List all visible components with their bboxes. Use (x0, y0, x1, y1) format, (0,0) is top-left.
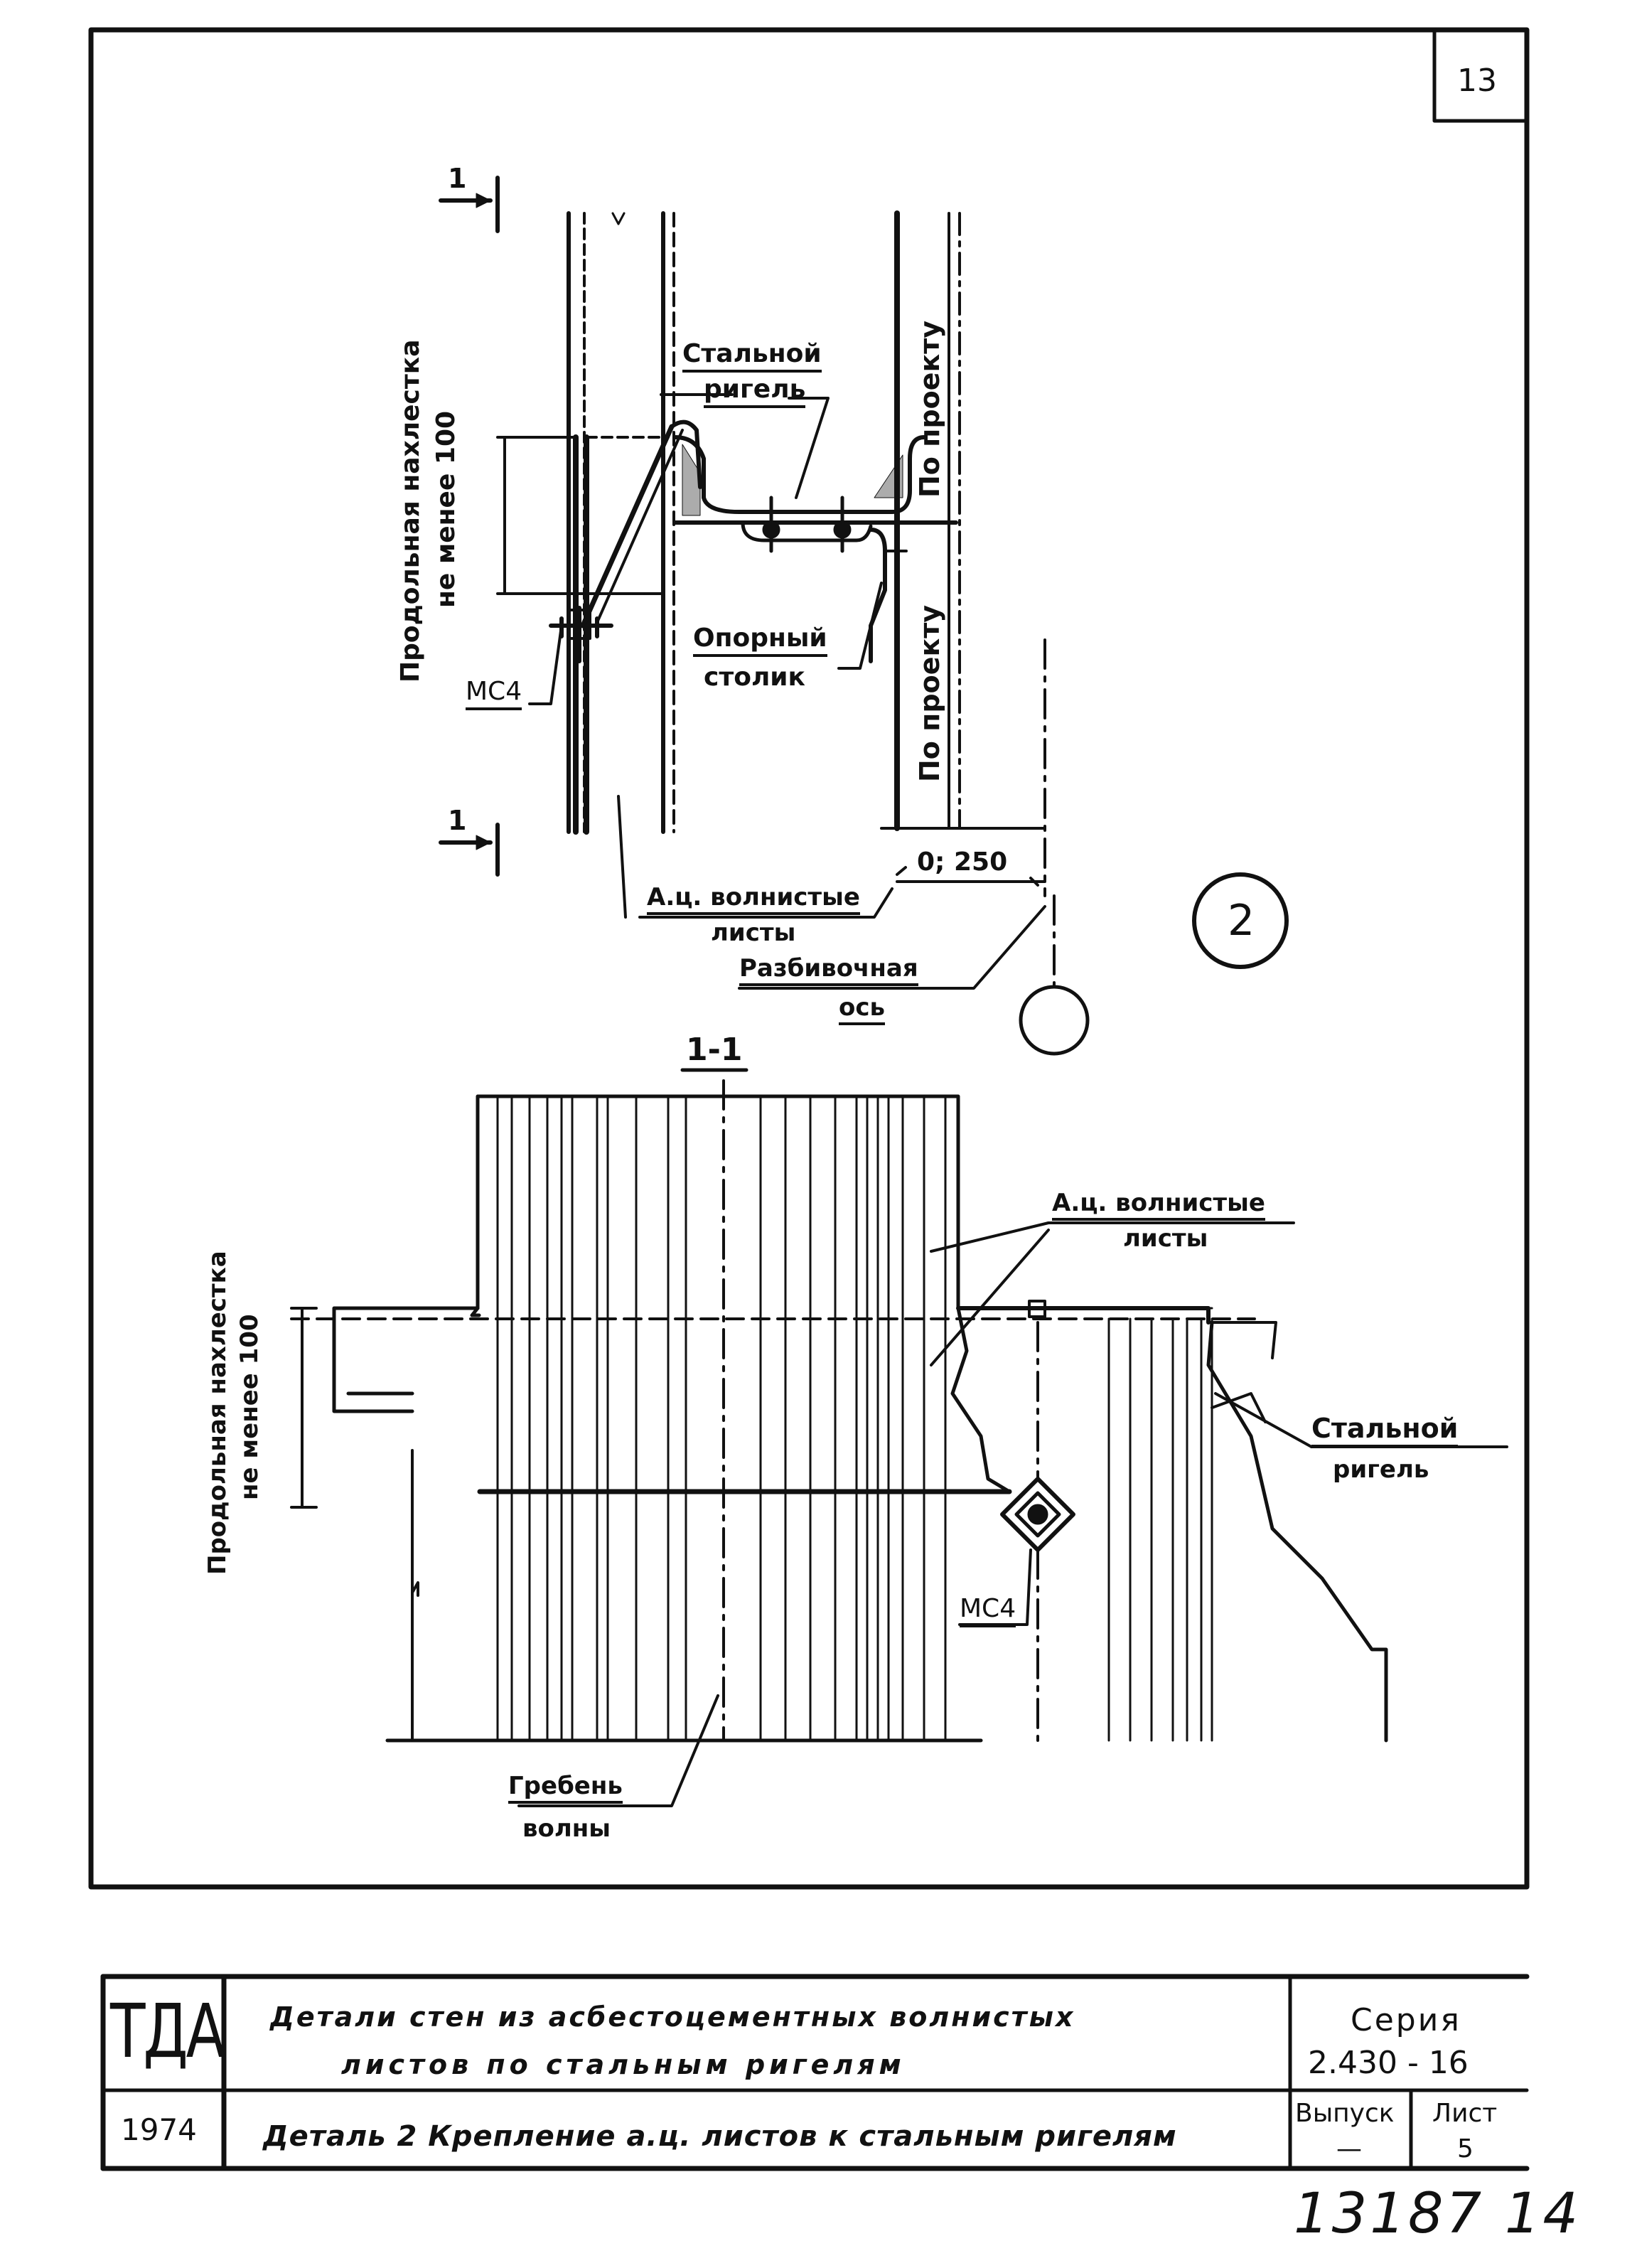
section-sheets-label-line2: листы (1123, 1224, 1208, 1253)
archive-stamp: 13187 14 (1294, 2182, 1582, 2246)
steel-rigel-label-line1: Стальной (682, 341, 822, 373)
section-overlap-label-line2: не менее 100 (235, 1314, 264, 1500)
crest-label-line1: Гребень (508, 1774, 623, 1804)
org-logo: ТДА (110, 1988, 225, 2075)
section-sheets-label-line1: А.ц. волнистые (1052, 1191, 1265, 1221)
section-rigel-label-line2: ригель (1333, 1455, 1429, 1484)
steel-rigel-label-line2: ригель (704, 377, 806, 408)
dimension-label: 0; 250 (917, 847, 1008, 877)
crest-label-line2: волны (522, 1814, 611, 1843)
section-rigel-label-line1: Стальной (1311, 1415, 1459, 1448)
section-fastener-label: МС4 (960, 1596, 1016, 1627)
by-project-label-bottom: По проекту (914, 604, 945, 782)
sheet-frame (88, 27, 1530, 1890)
sheet-value: 5 (1457, 2134, 1474, 2163)
overlap-label-line2: не менее 100 (431, 410, 461, 608)
sheet-number-box (1432, 28, 1529, 123)
title-block-frame (100, 1974, 1530, 2171)
upper-detail (439, 176, 1289, 1056)
by-project-label-top: По проекту (914, 320, 945, 498)
sheet-number: 13 (1457, 63, 1497, 99)
cut-mark-label-bottom: 1 (448, 805, 467, 836)
support-table-label-line2: столик (704, 663, 805, 692)
sheet-subtitle: Деталь 2 Крепление а.ц. листов к стальны… (263, 2120, 1177, 2153)
issue-label: Выпуск (1295, 2099, 1395, 2128)
year: 1974 (121, 2112, 197, 2147)
sheet-label: Лист (1432, 2099, 1498, 2128)
sheet-title-line2: листов по стальным ригелям (341, 2049, 906, 2080)
sheet-title-line1: Детали стен из асбестоцементных волнисты… (270, 2001, 1075, 2033)
section-title: 1-1 (686, 1034, 743, 1071)
section-overlap-label-line1: Продольная нахлестка (203, 1251, 232, 1575)
series-value: 2.430 - 16 (1308, 2045, 1469, 2081)
axis-label-line2: ось (839, 995, 886, 1025)
support-table-label-line1: Опорный (693, 626, 827, 657)
issue-value: — (1336, 2134, 1362, 2163)
sheets-label-line1: А.ц. волнистые (647, 885, 860, 915)
axis-label-line1: Разбивочная (739, 956, 918, 986)
detail-number: 2 (1228, 896, 1255, 946)
cut-mark-label-top: 1 (448, 163, 467, 194)
overlap-label-line1: Продольная нахлестка (396, 339, 425, 683)
series-label: Серия (1351, 2002, 1461, 2038)
sheets-label-line2: листы (711, 919, 796, 947)
fastener-label-top: МС4 (466, 679, 522, 710)
section-1-1 (290, 1068, 1508, 1807)
